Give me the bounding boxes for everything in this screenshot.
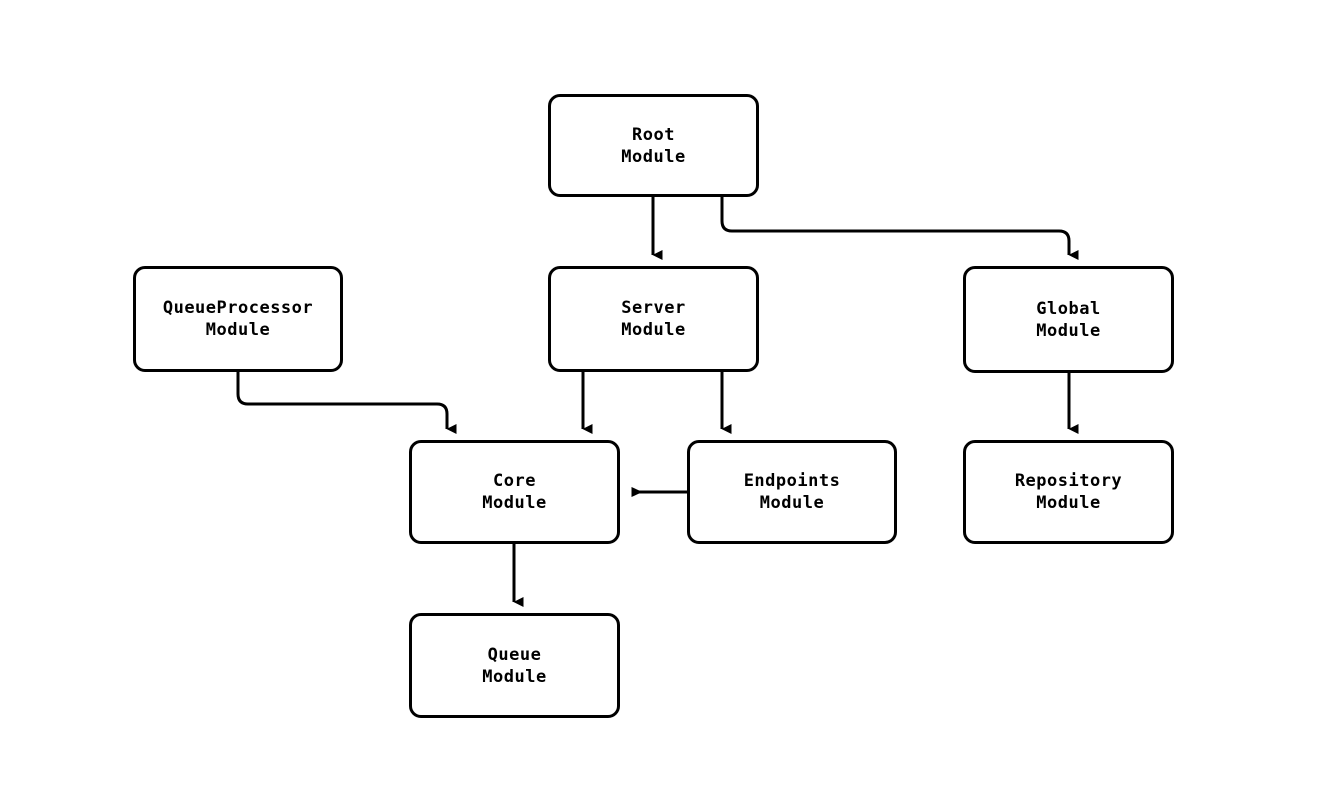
node-queue-name: Queue (487, 644, 542, 665)
node-queue-kind: Module (482, 666, 547, 687)
node-queueprocessor-name: QueueProcessor (162, 298, 314, 318)
edge-root-to-global (720, 197, 1079, 260)
node-endpoints-kind: Module (759, 493, 825, 513)
node-server-kind: Module (621, 320, 686, 340)
node-repository-name: Repository (1014, 471, 1123, 491)
node-root-kind: Module (621, 146, 686, 167)
node-endpoints-name: Endpoints (743, 471, 841, 491)
node-repository-kind: Module (1036, 493, 1101, 513)
node-global-name: Global (1036, 298, 1101, 319)
node-server-name: Server (621, 298, 686, 318)
edge-queueprocessor-to-core (236, 372, 457, 434)
node-root-name: Root (632, 124, 675, 145)
edges-group (236, 197, 1079, 607)
node-core-kind: Module (482, 493, 547, 513)
node-core-name: Core (493, 471, 536, 491)
node-global-kind: Module (1036, 320, 1101, 341)
node-queueprocessor-kind: Module (205, 320, 271, 340)
